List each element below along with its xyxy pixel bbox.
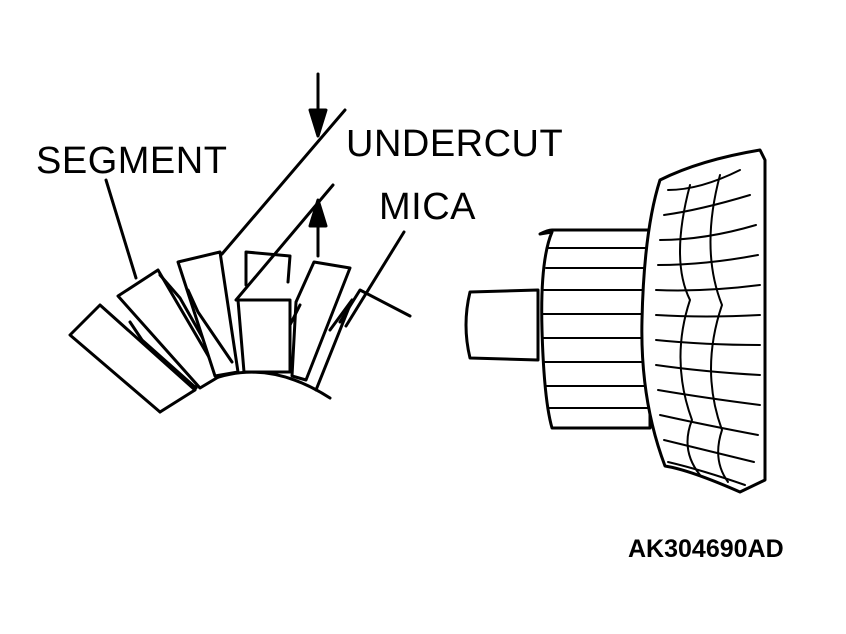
armature-windings	[655, 169, 761, 486]
commutator-drum	[538, 228, 652, 430]
commutator-bars	[541, 247, 649, 409]
segment-bar	[236, 298, 292, 374]
mica-edge	[314, 298, 354, 392]
mica-leader	[344, 230, 406, 328]
commutator-cross-section	[68, 250, 412, 414]
armature-illustration	[464, 148, 767, 494]
figure-code: AK304690AD	[628, 535, 784, 563]
segment-label: SEGMENT	[36, 140, 228, 182]
segment-bar	[176, 250, 240, 378]
segment-bar	[68, 303, 197, 414]
mica-strip	[186, 288, 234, 364]
segment-leader	[104, 178, 138, 280]
leader-lines	[104, 108, 406, 328]
armature-shaft	[464, 288, 540, 362]
down-arrowhead	[308, 108, 328, 138]
undercut-arrows	[308, 72, 328, 258]
up-arrowhead	[308, 198, 328, 228]
mica-strip	[128, 320, 198, 390]
segment-bar	[290, 260, 352, 382]
undercut-label: UNDERCUT	[346, 123, 564, 165]
armature-core	[640, 148, 767, 494]
undercut-leader-upper	[220, 108, 347, 256]
undercut-notch	[244, 250, 292, 287]
mica-label: MICA	[379, 186, 476, 228]
mica-strip	[288, 303, 302, 372]
